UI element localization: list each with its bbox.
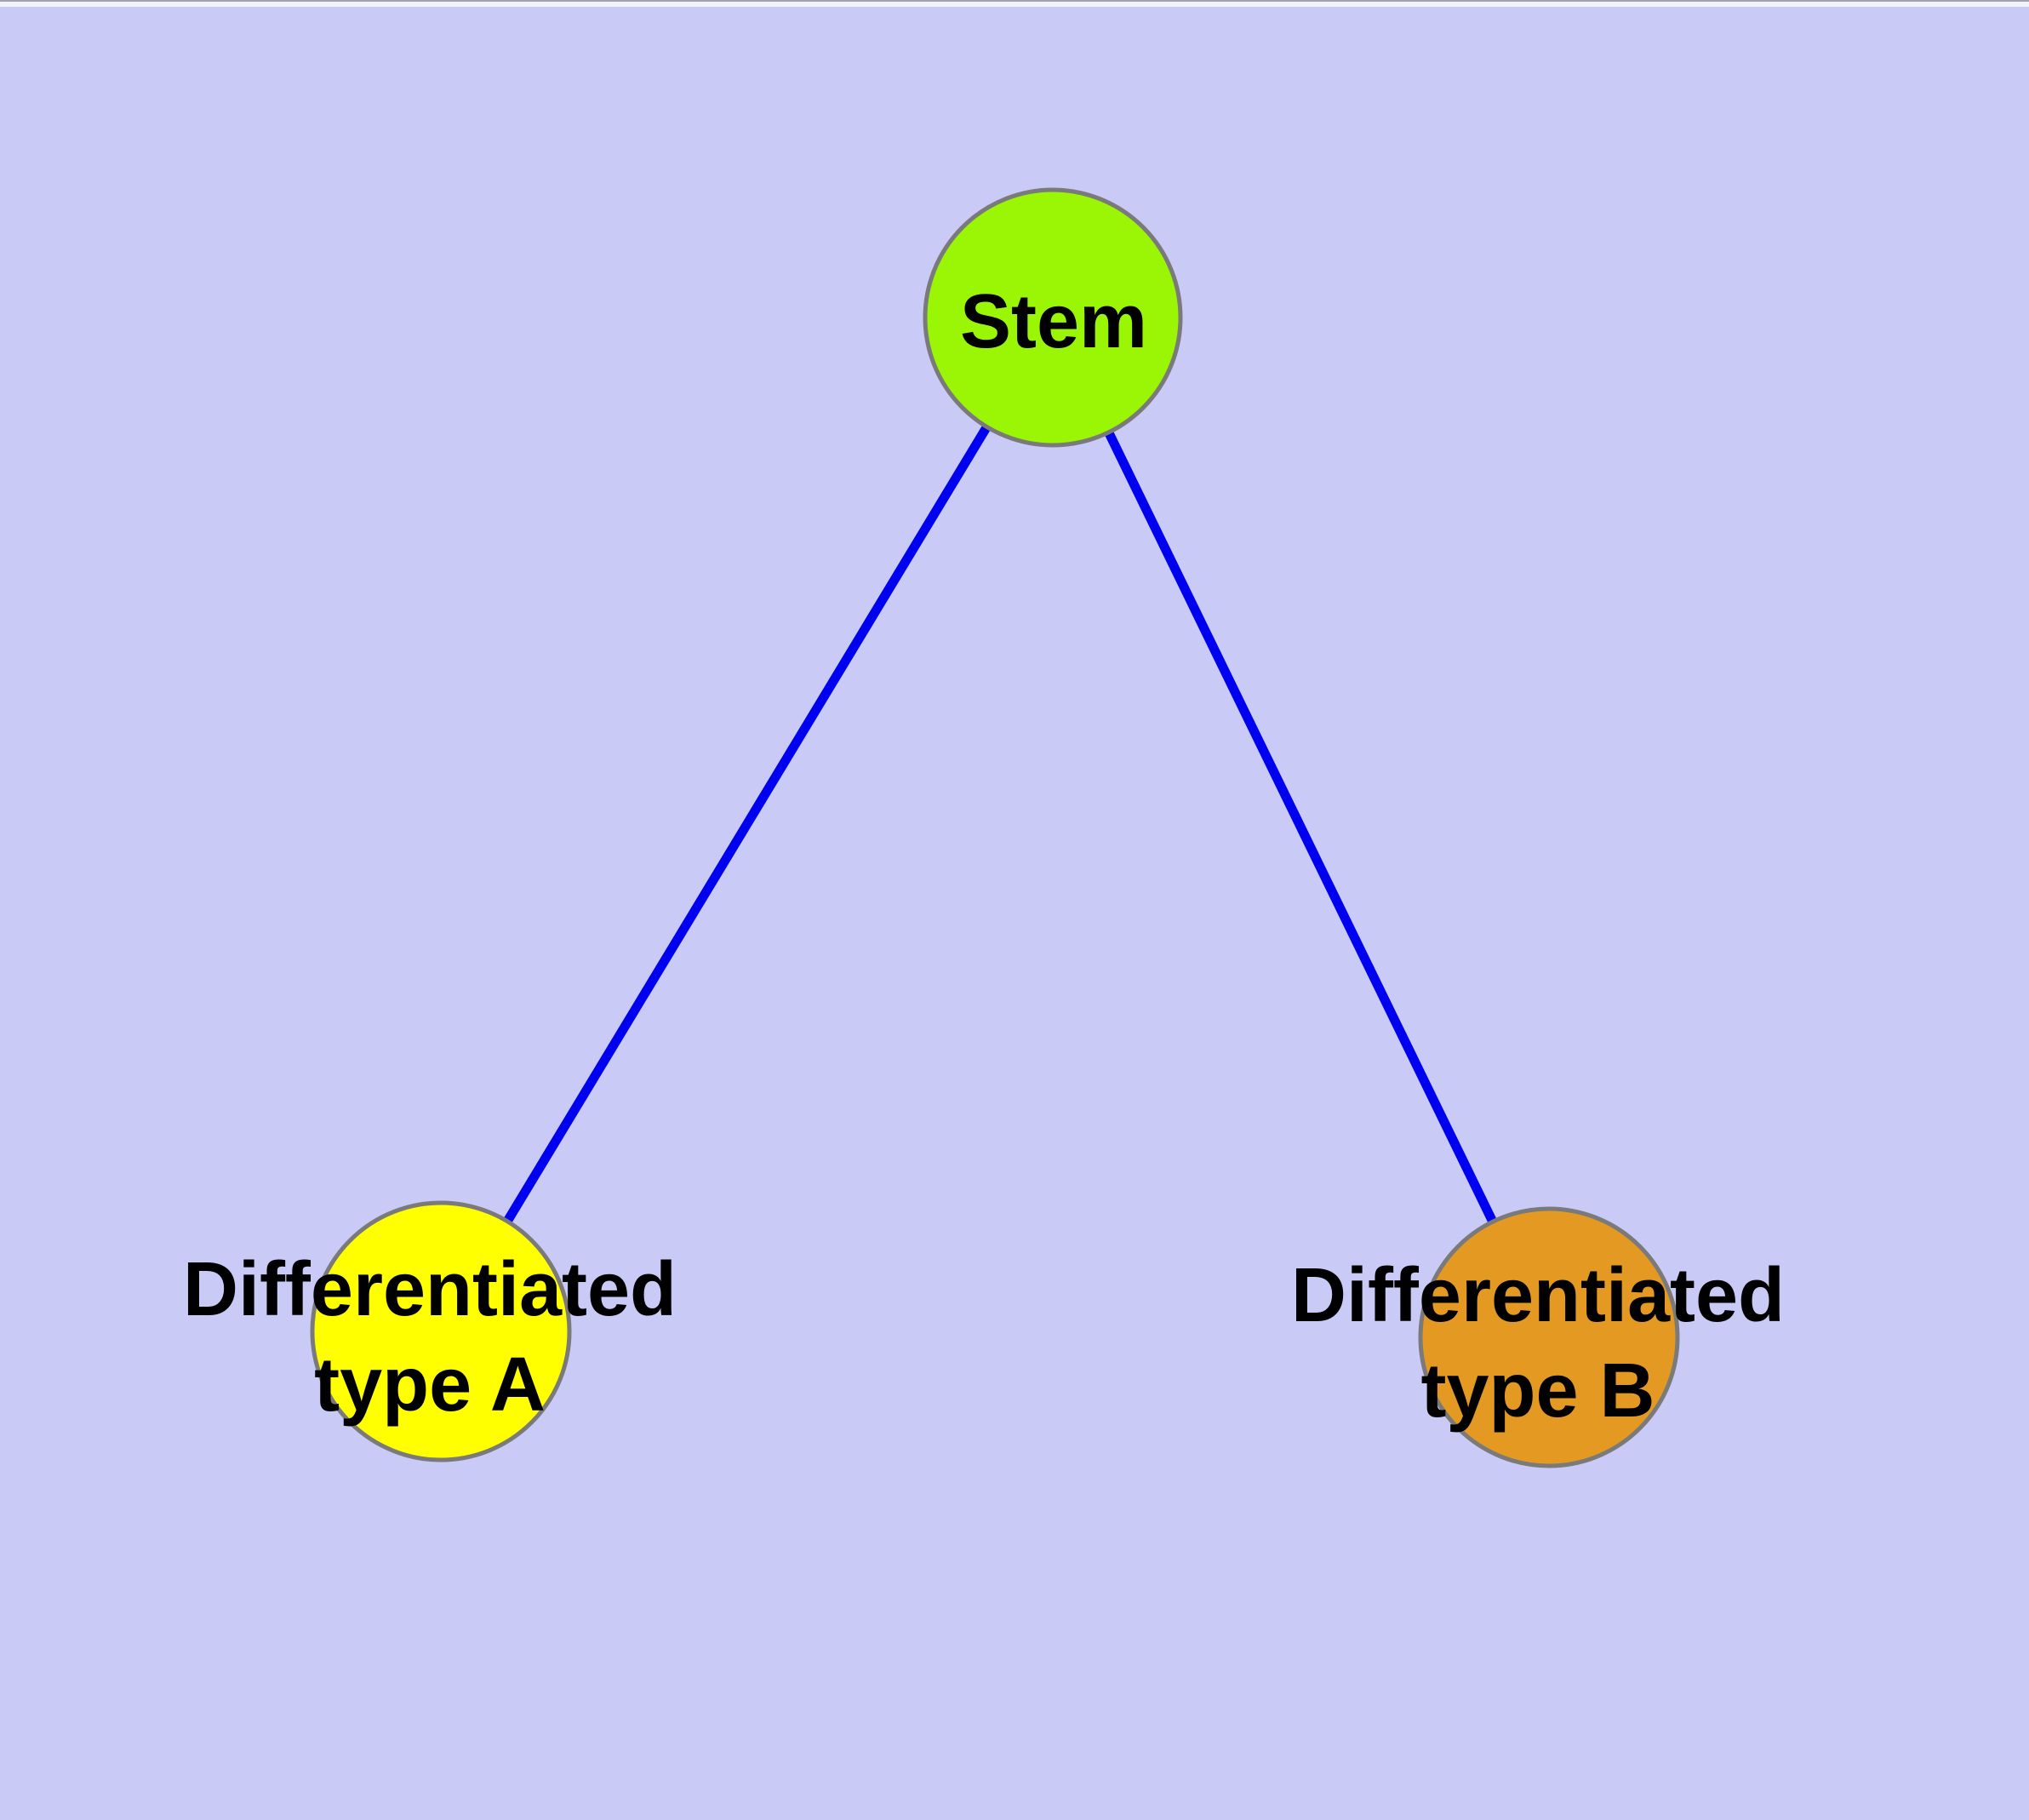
- node-stem-label: Stem: [960, 279, 1147, 364]
- edge-stem-to-type-b: [1049, 315, 1553, 1340]
- node-type-b-label-line2: type B: [1420, 1348, 1655, 1434]
- node-type-a-label-line1: Differentiated: [183, 1247, 677, 1332]
- node-stem: [923, 187, 1183, 448]
- node-differentiated-type-a: [310, 1200, 572, 1462]
- node-differentiated-type-b: [1418, 1206, 1680, 1468]
- edge-stem-to-type-a: [437, 315, 1057, 1334]
- node-type-b-label-line1: Differentiated: [1291, 1253, 1785, 1338]
- window-top-edge-line: [0, 0, 2029, 2]
- window-top-strip: [0, 0, 2029, 7]
- node-type-a-label-line2: type A: [314, 1342, 546, 1428]
